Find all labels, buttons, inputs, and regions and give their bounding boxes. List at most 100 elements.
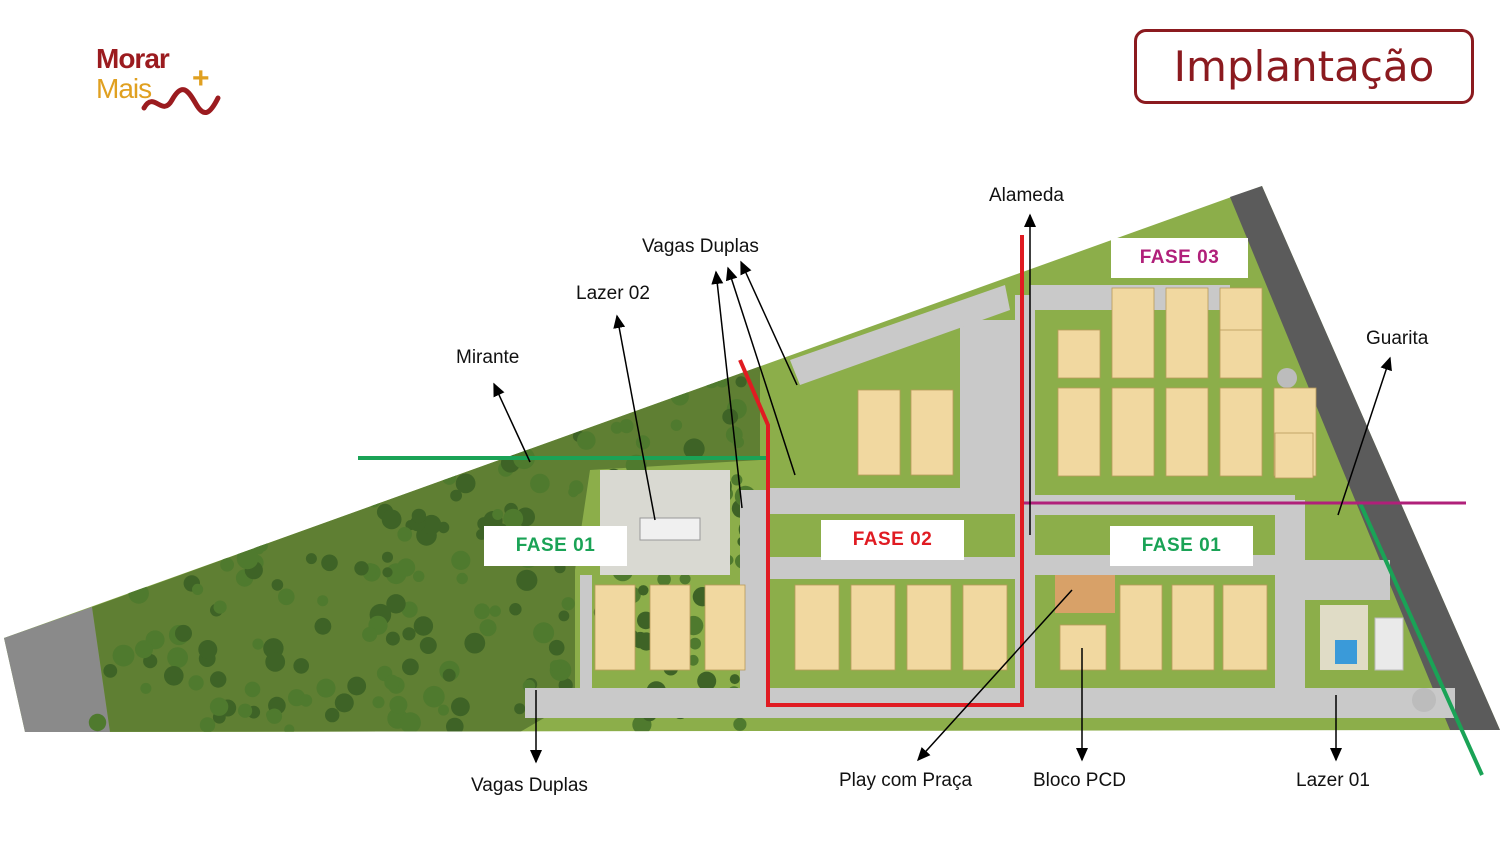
- tree-icon: [199, 717, 216, 732]
- tree-icon: [458, 434, 479, 455]
- phase-01-divider-right: [1358, 502, 1484, 776]
- tree-icon: [102, 493, 114, 505]
- tree-icon: [121, 496, 136, 511]
- tree-icon: [112, 644, 135, 667]
- tree-icon: [188, 675, 204, 691]
- tree-icon: [561, 403, 573, 415]
- tree-icon: [683, 438, 705, 460]
- tree-icon: [363, 416, 378, 430]
- tree-icon: [139, 412, 152, 425]
- tree-icon: [386, 594, 406, 614]
- tree-icon: [88, 713, 107, 732]
- tree-icon: [200, 387, 212, 399]
- building-block: [704, 584, 746, 671]
- tree-icon: [88, 572, 108, 592]
- tree-icon: [325, 707, 340, 723]
- tree-icon: [466, 437, 486, 457]
- tree-icon: [93, 489, 112, 509]
- tree-icon: [650, 385, 661, 397]
- tree-icon: [697, 671, 717, 691]
- tree-icon: [310, 407, 329, 426]
- title-box: Implantação: [1134, 29, 1474, 104]
- tree-icon: [344, 460, 359, 475]
- tree-icon: [397, 558, 416, 577]
- tree-icon: [619, 419, 634, 434]
- tree-icon: [731, 474, 743, 486]
- tree-icon: [307, 384, 319, 395]
- tree-icon: [337, 403, 354, 420]
- tree-icon: [401, 601, 418, 618]
- tree-icon: [384, 674, 400, 691]
- building-block: [910, 389, 954, 476]
- tree-icon: [406, 408, 423, 425]
- tree-icon: [530, 374, 543, 388]
- tree-icon: [530, 426, 547, 444]
- tree-icon: [687, 654, 699, 666]
- tree-icon: [479, 619, 497, 637]
- building-block: [1111, 387, 1155, 477]
- building-block: [1057, 329, 1101, 379]
- tree-icon: [198, 640, 218, 659]
- tree-icon: [489, 605, 501, 617]
- tree-icon: [186, 431, 200, 446]
- tree-icon: [464, 632, 486, 654]
- tree-icon: [124, 461, 141, 478]
- tree-icon: [172, 433, 192, 453]
- tree-icon: [451, 550, 471, 571]
- tree-icon: [305, 553, 317, 565]
- tree-icon: [352, 474, 363, 485]
- label-mirante: Mirante: [456, 347, 520, 368]
- tree-icon: [735, 376, 747, 388]
- tree-icon: [442, 470, 457, 485]
- tree-icon: [392, 426, 409, 443]
- tree-icon: [413, 570, 425, 582]
- tree-icon: [521, 377, 533, 388]
- tree-icon: [533, 622, 555, 644]
- tree-icon: [526, 373, 542, 389]
- phase-label: FASE 01: [515, 535, 596, 556]
- tree-icon: [729, 674, 740, 685]
- tree-icon: [163, 489, 175, 501]
- tree-icon: [407, 377, 420, 390]
- tree-icon: [308, 441, 320, 453]
- tree-icon: [368, 496, 381, 508]
- left-plot-gray: [4, 607, 110, 732]
- tree-icon: [140, 682, 152, 694]
- tree-icon: [164, 666, 184, 686]
- tree-icon: [514, 703, 526, 715]
- tree-icon: [105, 447, 127, 469]
- tree-icon: [192, 583, 204, 596]
- residential-blocks: [594, 287, 1317, 671]
- tree-icon: [178, 475, 197, 493]
- tree-icon: [567, 408, 587, 428]
- tree-icon: [270, 496, 285, 511]
- tree-icon: [314, 617, 332, 635]
- tree-icon: [164, 524, 186, 547]
- tree-icon: [509, 603, 522, 616]
- tree-icon: [177, 450, 193, 467]
- tree-icon: [362, 375, 380, 393]
- tree-icon: [99, 479, 117, 498]
- tree-icon: [451, 697, 470, 717]
- tree-icon: [442, 668, 456, 682]
- building-block: [1219, 329, 1263, 379]
- tree-icon: [334, 693, 354, 713]
- tree-icon: [470, 418, 486, 434]
- tree-icon: [167, 647, 189, 668]
- tree-icon: [670, 419, 683, 431]
- tree-icon: [102, 538, 123, 559]
- tree-icon: [153, 529, 173, 549]
- tree-icon: [317, 595, 329, 607]
- tree-icon: [266, 708, 283, 724]
- tree-icon: [382, 551, 393, 563]
- phase-label: FASE 03: [1139, 247, 1220, 268]
- logo-plus: +: [192, 62, 210, 95]
- label-lazer-02: Lazer 02: [576, 283, 650, 304]
- building-block: [1165, 387, 1209, 477]
- tree-icon: [321, 554, 338, 572]
- tree-icon: [438, 704, 449, 716]
- tree-icon: [285, 446, 296, 457]
- tree-icon: [318, 379, 332, 393]
- tree-icon: [265, 652, 286, 672]
